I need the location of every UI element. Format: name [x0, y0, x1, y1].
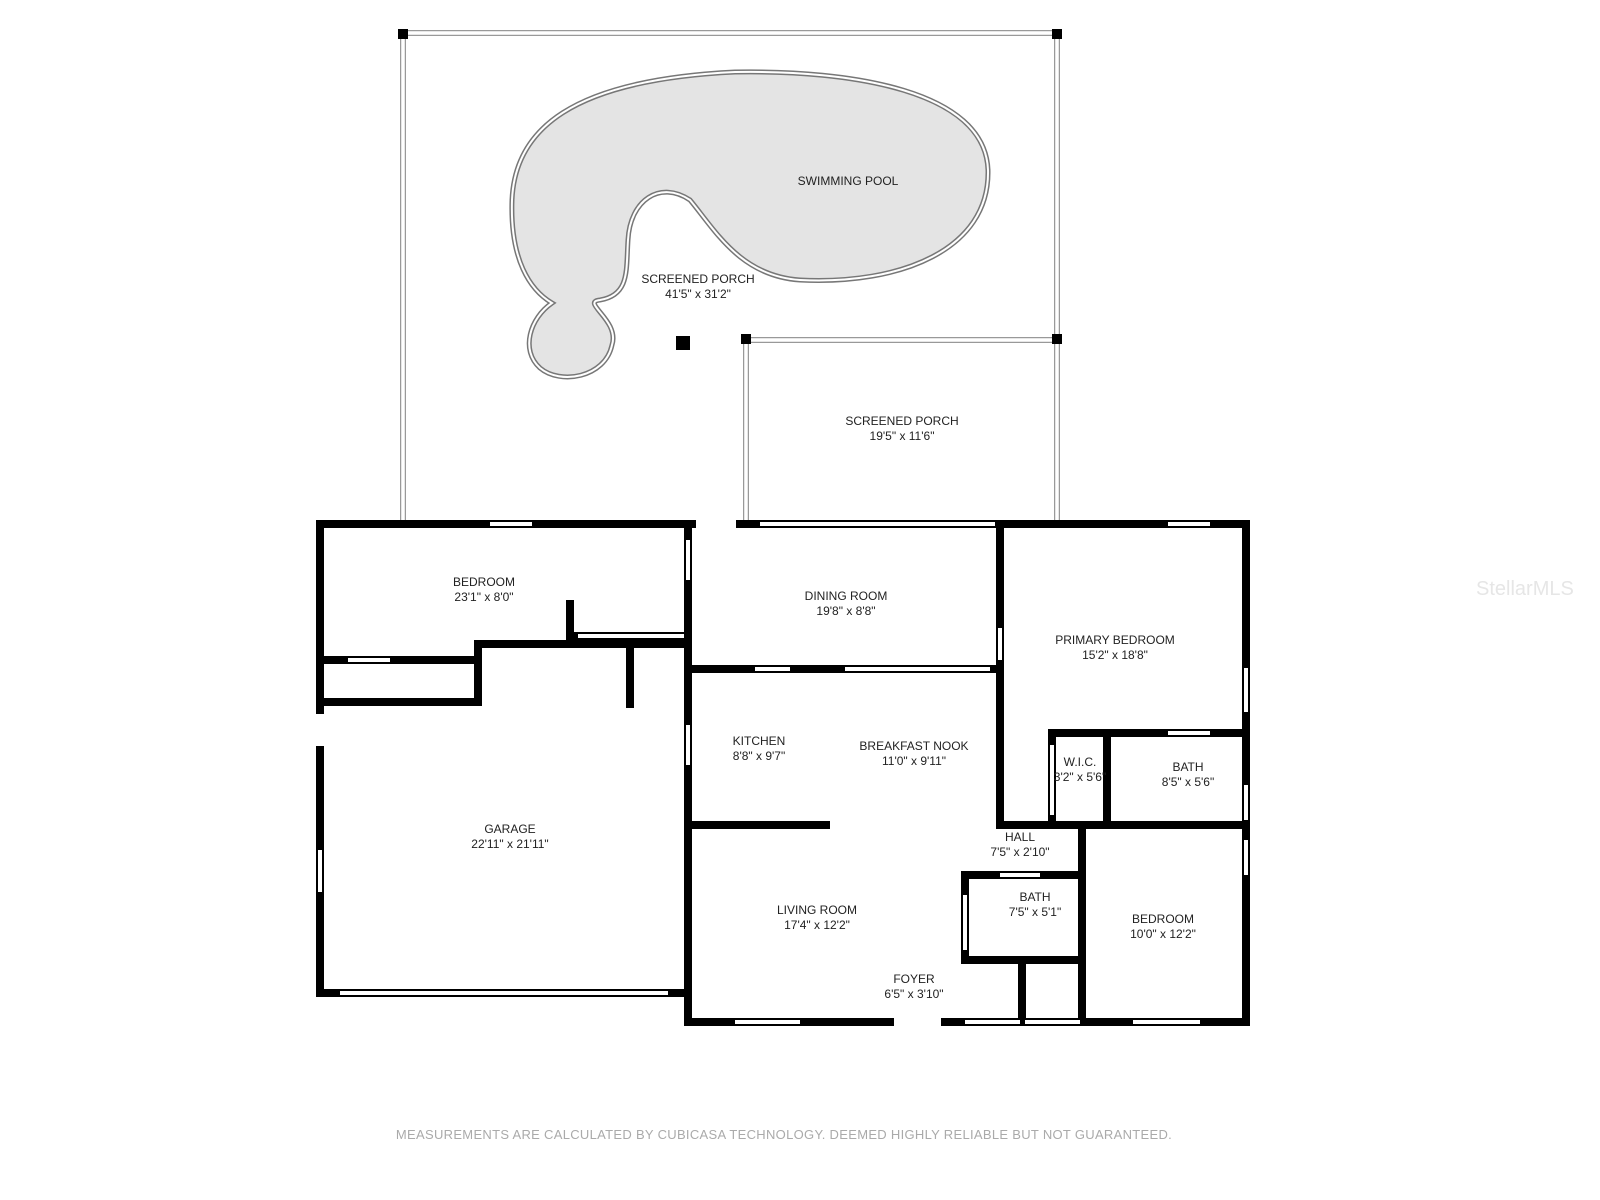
wic-size: 3'2" x 5'6": [1054, 770, 1106, 784]
bedroom-right-size: 10'0" x 12'2": [1130, 927, 1196, 941]
post: [676, 336, 690, 350]
garage-name: GARAGE: [484, 822, 535, 836]
porch-main-size: 41'5" x 31'2": [665, 287, 731, 301]
kitchen-size: 8'8" x 9'7": [733, 749, 785, 763]
porch-main-name: SCREENED PORCH: [641, 272, 754, 286]
bedroom-left-name: BEDROOM: [453, 575, 515, 589]
primary-size: 15'2" x 18'8": [1082, 648, 1148, 662]
bath-primary-size: 8'5" x 5'6": [1162, 775, 1214, 789]
bath-primary-name: BATH: [1172, 760, 1203, 774]
disclaimer: MEASUREMENTS ARE CALCULATED BY CUBICASA …: [395, 1127, 1173, 1142]
primary-name: PRIMARY BEDROOM: [1055, 633, 1175, 647]
living-name: LIVING ROOM: [777, 903, 857, 917]
kitchen-name: KITCHEN: [733, 734, 786, 748]
bedroom-right-name: BEDROOM: [1132, 912, 1194, 926]
hall-name: HALL: [1005, 830, 1035, 844]
nook-size: 11'0" x 9'11": [882, 754, 946, 768]
living-size: 17'4" x 12'2": [784, 918, 850, 932]
swimming-pool: [509, 69, 991, 380]
nook-name: BREAKFAST NOOK: [859, 739, 968, 753]
porch-small-size: 19'5" x 11'6": [870, 429, 935, 443]
hall-size: 7'5" x 2'10": [990, 845, 1049, 859]
foyer-name: FOYER: [893, 972, 935, 986]
windows: [318, 522, 1248, 1024]
dining-size: 19'8" x 8'8": [816, 604, 875, 618]
bath-hall-size: 7'5" x 5'1": [1009, 905, 1061, 919]
pool-label: SWIMMING POOL: [798, 174, 899, 188]
foyer-size: 6'5" x 3'10": [884, 987, 943, 1001]
bedroom-left-size: 23'1" x 8'0": [454, 590, 513, 604]
porch-small-name: SCREENED PORCH: [845, 414, 958, 428]
screened-porch-outline: [398, 29, 1062, 524]
garage-size: 22'11" x 21'11": [471, 837, 548, 851]
wic-name: W.I.C.: [1064, 755, 1097, 769]
room-labels: SWIMMING POOL SCREENED PORCH 41'5" x 31'…: [453, 174, 1214, 1001]
dining-name: DINING ROOM: [805, 589, 888, 603]
bath-hall-name: BATH: [1019, 890, 1050, 904]
watermark: StellarMLS: [1476, 578, 1574, 600]
